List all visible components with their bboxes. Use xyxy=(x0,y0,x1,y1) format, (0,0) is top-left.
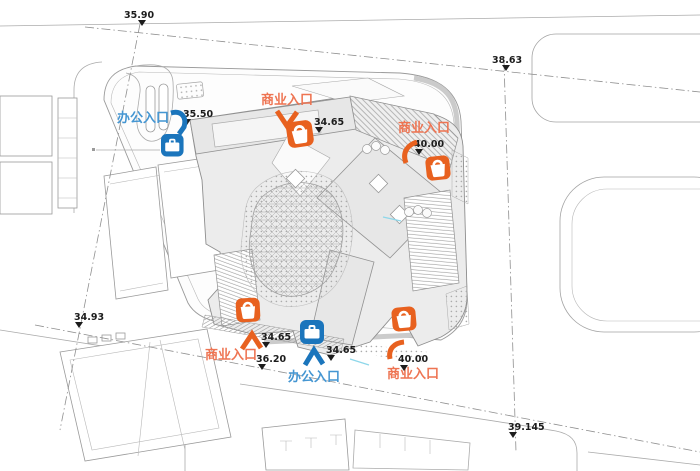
entrance-commercial-southeast: 商业入口 40.00 xyxy=(387,306,439,382)
down-triangle-icon xyxy=(262,342,270,348)
briefcase-icon xyxy=(300,320,324,344)
shopping-bag-icon xyxy=(286,120,314,148)
entrance-commercial-southwest: 商业入口 34.65 xyxy=(205,297,291,363)
elevation-label: 34.65 xyxy=(326,345,356,356)
boundary-elevation-southeast: 39.145 xyxy=(508,422,545,438)
elevation-label: 35.90 xyxy=(124,10,154,21)
down-triangle-icon xyxy=(415,149,423,155)
entrance-label: 商业入口 xyxy=(387,366,439,382)
ribbed-roof-east xyxy=(403,189,460,292)
entrance-label: 商业入口 xyxy=(205,347,257,363)
entrance-arrow-icon xyxy=(170,109,188,136)
property-boundary-lines xyxy=(34,23,700,453)
entrance-arrow-icon xyxy=(239,329,264,351)
elevation-label: 36.20 xyxy=(256,354,286,365)
shopping-bag-icon xyxy=(425,155,451,181)
tree-icons xyxy=(362,141,432,218)
building-complex xyxy=(189,77,470,366)
down-triangle-icon xyxy=(315,127,323,133)
elevation-label: 40.00 xyxy=(414,139,444,150)
down-triangle-icon xyxy=(509,432,517,438)
road-network xyxy=(0,14,700,471)
entrance-label: 办公入口 xyxy=(117,110,169,126)
entrance-label: 商业入口 xyxy=(398,120,450,136)
entrance-office-south: 办公入口 34.65 xyxy=(288,320,356,385)
elevation-label: 34.65 xyxy=(261,332,291,343)
boundary-elevation-southwest: 34.93 xyxy=(74,312,104,328)
courtyard-garden xyxy=(240,170,353,307)
entrance-commercial-north: 商业入口 34.65 xyxy=(261,92,344,148)
down-triangle-icon xyxy=(75,322,83,328)
entrance-label: 商业入口 xyxy=(261,92,313,108)
entrance-arrow-icon xyxy=(402,139,418,164)
entrance-commercial-east: 商业入口 40.00 xyxy=(398,120,451,181)
shopping-bag-icon xyxy=(235,297,261,323)
boundary-elevation-north: 35.90 xyxy=(124,10,154,26)
elevation-label: 34.93 xyxy=(74,312,104,323)
briefcase-icon xyxy=(161,134,184,157)
entrance-arrow-icon xyxy=(387,339,405,360)
shopping-bag-icon xyxy=(391,306,417,332)
entrance-office-northwest: 办公入口 35.50 xyxy=(117,109,213,157)
down-triangle-icon xyxy=(502,65,510,71)
down-triangle-icon xyxy=(138,20,146,26)
down-triangle-icon xyxy=(400,365,408,371)
elevation-label: 38.63 xyxy=(492,55,522,66)
elevation-label: 34.65 xyxy=(314,117,344,128)
entrance-label: 办公入口 xyxy=(288,369,340,385)
elevation-label: 39.145 xyxy=(508,422,545,433)
down-triangle-icon xyxy=(327,355,335,361)
elevation-label: 40.00 xyxy=(398,354,428,365)
road-spot-elevation: 36.20 xyxy=(256,354,286,370)
elevation-label: 35.50 xyxy=(183,109,213,120)
down-triangle-icon xyxy=(258,364,266,370)
entrance-arrow-icon xyxy=(302,345,326,367)
hatched-roof-ne xyxy=(349,95,459,169)
boundary-elevation-east: 38.63 xyxy=(492,55,522,71)
